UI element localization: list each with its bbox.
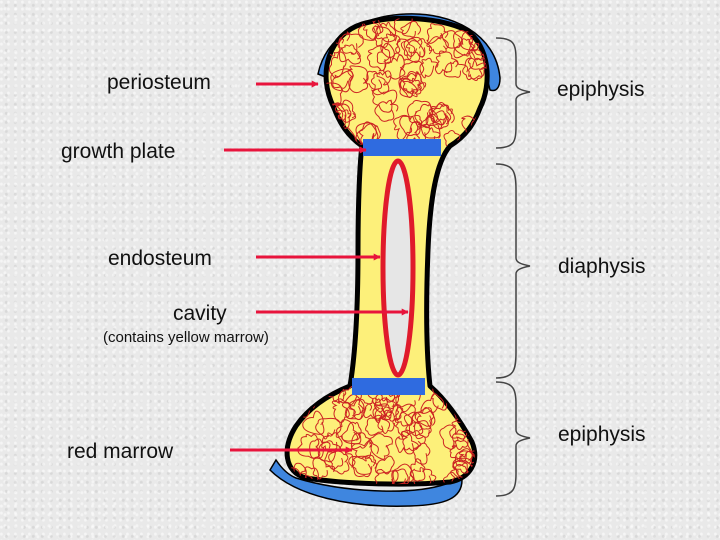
marrow-scribble [394,403,416,427]
marrow-scribble [443,60,469,78]
marrow-scribble [348,398,373,421]
marrow-scribble [383,54,406,80]
marrow-scribble [291,386,310,402]
marrow-scribble [434,50,459,75]
brace-epiphysis-bottom [495,381,531,497]
medullary-cavity [380,158,416,378]
brace-epiphysis-top [495,37,531,149]
red-marrow-label: red marrow [67,440,174,463]
marrow-scribble [425,110,450,127]
marrow-scribble [420,393,445,414]
marrow-scribble [287,398,302,419]
marrow-scribble [376,42,395,65]
marrow-scribble [299,466,319,485]
marrow-scribble [443,471,465,485]
marrow-scribble [443,130,461,146]
marrow-scribble [454,448,475,467]
marrow-scribble [312,457,336,480]
growth-plate-label: growth plate [61,140,176,163]
marrow-scribble [328,450,356,475]
marrow-scribble [471,40,488,61]
marrow-scribble [426,34,449,55]
marrow-scribble [399,77,427,98]
marrow-scribble [399,114,423,137]
marrow-scribble [324,448,349,470]
marrow-scribble [321,432,343,453]
marrow-scribble [382,404,404,422]
marrow-scribble [453,30,474,56]
marrow-scribble [348,454,377,475]
marrow-scribble [302,410,325,435]
marrow-scribble [459,386,475,409]
periosteum-label: periosteum [107,71,211,94]
marrow-scribble [351,455,378,478]
cavity-label: cavity [173,302,227,325]
marrow-scribble [392,468,409,485]
marrow-scribble [326,18,342,38]
marrow-scribble [400,36,423,57]
marrow-scribble [401,429,426,452]
marrow-scribble [359,123,381,146]
marrow-scribble [368,433,393,460]
marrow-scribble [370,70,392,96]
marrow-scribble [287,386,309,409]
marrow-scribble [407,99,434,127]
marrow-scribble [400,20,422,38]
brace-diaphysis [495,163,531,379]
marrow-scribble [419,57,439,79]
marrow-scribble [337,32,364,55]
marrow-scribble [330,68,354,93]
endosteum-label: endosteum [108,247,212,270]
marrow-scribble [392,412,416,438]
marrow-scribble [420,113,443,139]
marrow-scribble [374,392,400,417]
marrow-scribble [341,394,364,420]
marrow-scribble [374,468,399,485]
marrow-scribble [450,464,469,485]
marrow-scribble [357,19,379,41]
marrow-scribble [402,71,425,94]
marrow-scribble [393,114,419,141]
marrow-scribble [375,455,395,475]
marrow-scribble [338,44,362,65]
marrow-scribble [454,395,475,415]
cavity-note-label: (contains yellow marrow) [103,329,269,346]
marrow-scribble [439,424,466,450]
marrow-scribble [399,60,425,84]
marrow-scribble [452,451,475,474]
marrow-scribble [426,23,449,44]
marrow-scribble [374,26,397,49]
growth-plate-bottom [352,378,425,395]
marrow-scribble [395,38,416,61]
epiphysis-bottom-label: epiphysis [558,423,646,446]
marrow-scribble [350,432,373,450]
marrow-scribble [403,38,425,63]
marrow-scribble [462,57,487,81]
marrow-scribble [372,88,398,113]
marrow-scribble [377,409,399,434]
marrow-scribble [328,51,347,79]
marrow-scribble [331,398,356,423]
diaphysis-label: diaphysis [558,255,646,278]
marrow-scribble [411,407,436,430]
marrow-scribble [395,431,419,455]
epiphysis-top-label: epiphysis [557,78,645,101]
marrow-scribble [317,440,341,463]
marrow-scribble [449,440,473,463]
marrow-scribble [410,467,437,485]
growth-plate-top [363,139,441,156]
marrow-scribble [334,99,357,123]
marrow-scribble [326,82,344,106]
marrow-scribble [347,65,369,94]
marrow-scribble [374,397,400,422]
marrow-scribble [367,45,391,72]
